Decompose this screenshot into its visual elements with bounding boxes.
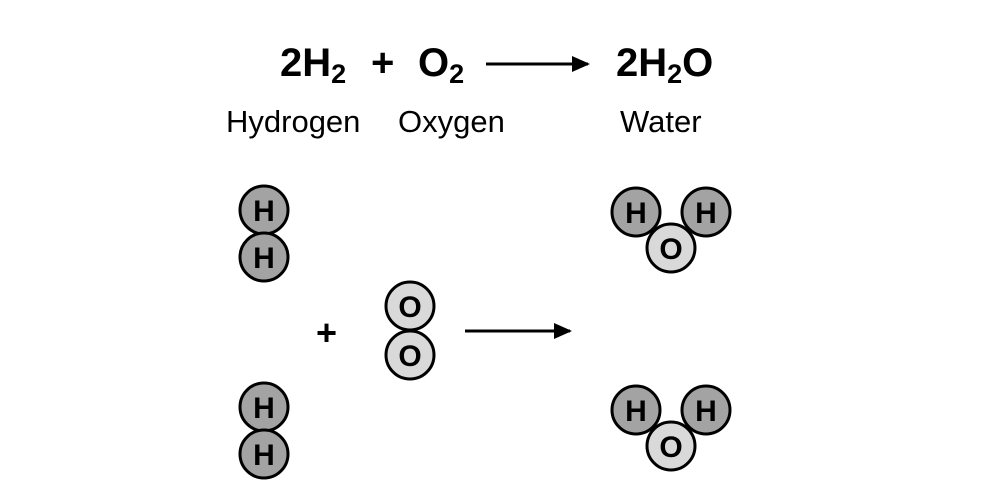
hydrogen-atom: H	[680, 186, 732, 238]
svg-text:H: H	[695, 395, 717, 428]
hydrogen-formula-subscript: 2	[331, 59, 347, 89]
equation-hydrogen: 2H2	[280, 41, 346, 88]
hydrogen-atom: H	[238, 428, 290, 480]
hydrogen-atom: H	[610, 186, 662, 238]
hydrogen-atom: H	[238, 381, 290, 433]
oxygen-formula-base: O	[418, 41, 450, 85]
svg-text:O: O	[398, 340, 421, 373]
svg-text:O: O	[659, 233, 682, 266]
water-formula-end: O	[682, 41, 714, 85]
label-oxygen: Oxygen	[398, 104, 505, 139]
molecule-plus-sign: +	[316, 312, 338, 353]
svg-text:H: H	[253, 242, 275, 275]
oxygen-atom: O	[645, 420, 697, 472]
svg-text:H: H	[625, 395, 647, 428]
water-molecule: H H O	[610, 384, 732, 472]
hydrogen-atom: H	[680, 384, 732, 436]
oxygen-formula-subscript: 2	[449, 59, 465, 89]
svg-text:H: H	[695, 197, 717, 230]
label-hydrogen: Hydrogen	[226, 104, 361, 139]
oxygen-molecule: O O	[384, 280, 436, 381]
hydrogen-molecule: H H	[238, 381, 290, 480]
hydrogen-molecule: H H	[238, 184, 290, 283]
hydrogen-atom: H	[238, 231, 290, 283]
hydrogen-atom: H	[610, 384, 662, 436]
svg-text:O: O	[398, 291, 421, 324]
water-formula-subscript: 2	[667, 59, 683, 89]
svg-text:H: H	[253, 439, 275, 472]
svg-text:O: O	[659, 431, 682, 464]
label-water: Water	[620, 104, 702, 139]
svg-text:H: H	[253, 392, 275, 425]
oxygen-atom: O	[384, 280, 436, 332]
oxygen-atom: O	[645, 222, 697, 274]
oxygen-atom: O	[384, 329, 436, 381]
hydrogen-atom: H	[238, 184, 290, 236]
equation-water: 2H2O	[616, 41, 714, 88]
water-formula-base: 2H	[616, 41, 668, 85]
svg-text:H: H	[625, 197, 647, 230]
water-molecule: H H O	[610, 186, 732, 274]
equation-oxygen: O2	[418, 41, 464, 88]
equation-plus: +	[371, 41, 395, 85]
hydrogen-formula-base: 2H	[280, 41, 332, 85]
svg-text:H: H	[253, 195, 275, 228]
